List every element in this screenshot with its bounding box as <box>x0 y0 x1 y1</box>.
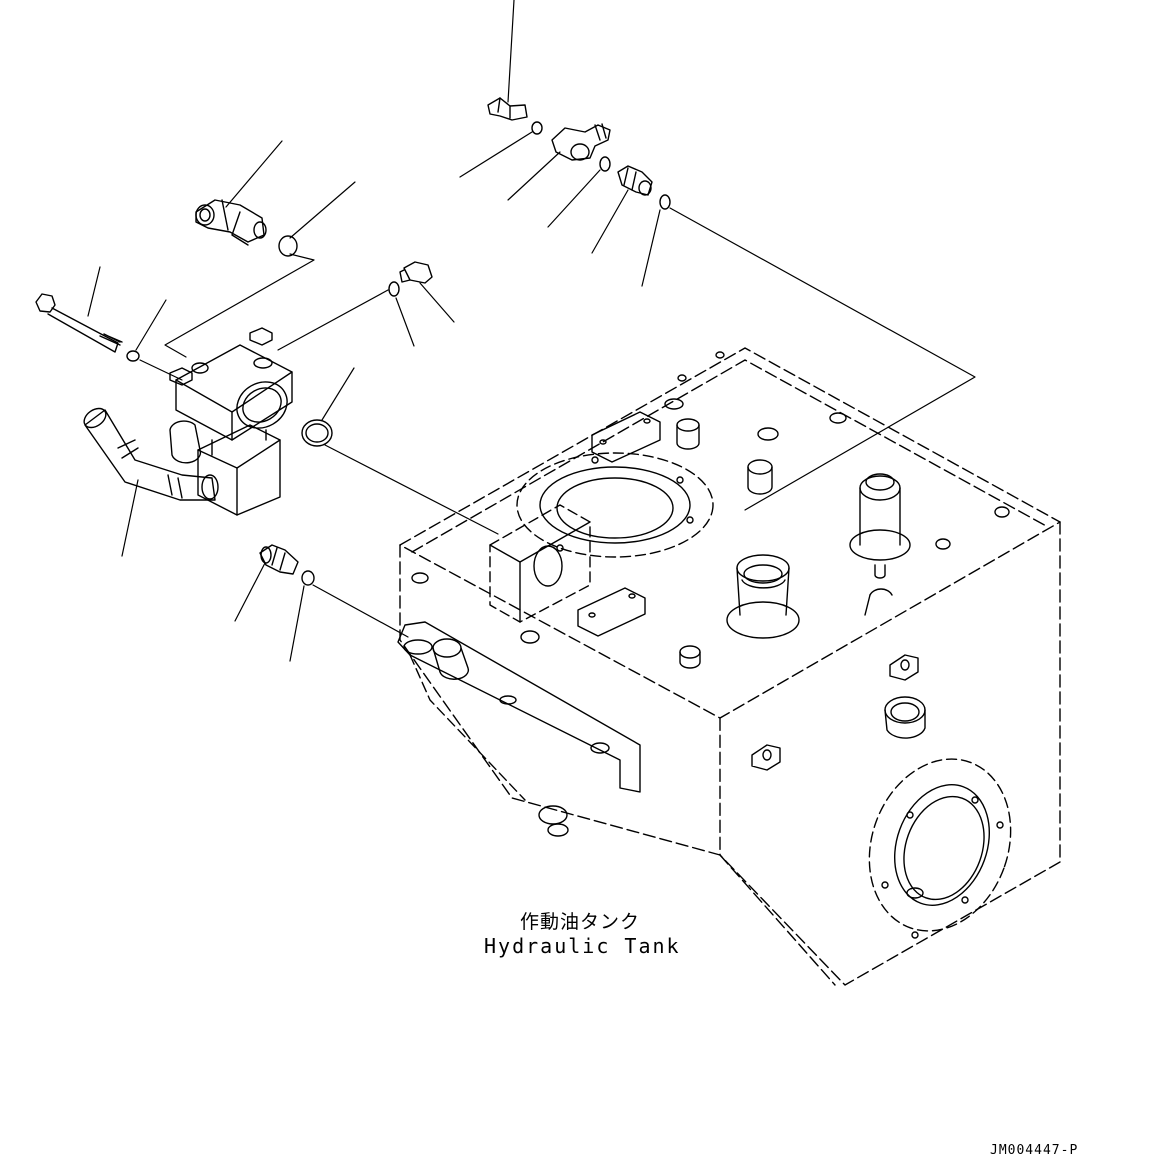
mounting-plate <box>490 505 590 622</box>
top-boss-2 <box>748 460 772 494</box>
top-block-center <box>578 588 645 636</box>
upper-block <box>176 345 292 440</box>
top-boss-8 <box>412 573 428 583</box>
sensor-bracket-1 <box>890 655 918 680</box>
top-boss-4 <box>665 399 683 409</box>
plug-fitting <box>400 262 432 283</box>
left-mounting-bracket <box>398 622 640 836</box>
bracket-boss <box>433 639 468 679</box>
top-boss-11 <box>678 375 686 381</box>
plug-oring <box>389 282 399 296</box>
valve-block-assembly <box>36 294 296 515</box>
top-boss-1 <box>677 419 699 449</box>
strainer-post <box>850 474 910 615</box>
top-boss-6 <box>995 507 1009 517</box>
hydraulic-tank <box>398 348 1060 985</box>
elbow-fitting <box>196 200 266 245</box>
top-boss-10 <box>716 352 724 358</box>
top-elbow-fitting <box>488 98 527 120</box>
sensor-bracket-2 <box>752 745 780 770</box>
tank-top-rim <box>412 360 1048 552</box>
lower-block <box>198 425 280 515</box>
tank-left-face <box>400 545 720 855</box>
tee-oring <box>600 157 610 171</box>
check-connector-oring <box>660 195 670 209</box>
top-boss-9 <box>521 631 539 643</box>
top-boss-5 <box>830 413 846 423</box>
tank-top-face <box>400 348 1060 718</box>
flange-oring <box>302 420 332 446</box>
long-bolt <box>36 294 122 352</box>
hose <box>81 405 218 500</box>
drawing-id: JM004447-P <box>990 1143 1079 1158</box>
top-boss-3 <box>758 428 778 440</box>
elbow-oring <box>279 236 297 256</box>
side-return-flange <box>846 739 1034 951</box>
bolt-washer <box>127 351 139 361</box>
check-connector <box>618 166 652 195</box>
filler-neck <box>727 555 799 638</box>
tank-label-japanese: 作動油タンク <box>520 911 641 933</box>
top-elbow-oring <box>532 122 542 134</box>
breather-boss <box>885 697 925 738</box>
connector-oring <box>302 571 314 585</box>
dowel-pin <box>680 646 700 668</box>
tank-bottom-taper <box>720 855 835 985</box>
tee-fitting <box>552 124 610 160</box>
tank-label-english: Hydraulic Tank <box>484 934 681 958</box>
top-boss-7 <box>936 539 950 549</box>
top-flange-port <box>517 453 713 557</box>
top-block-left <box>592 412 660 462</box>
leader-lines <box>88 0 975 661</box>
tank-right-face <box>720 522 1060 985</box>
straight-connector <box>260 545 298 574</box>
